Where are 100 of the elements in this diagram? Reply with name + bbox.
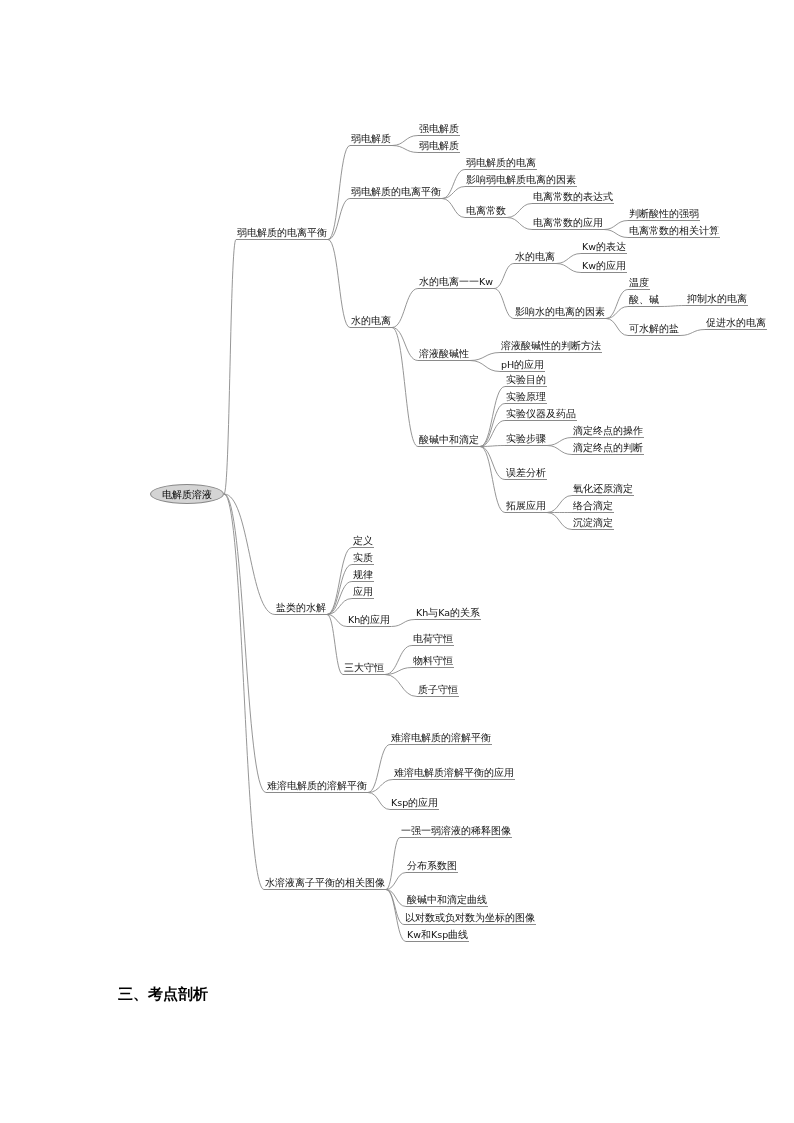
topic-label: 酸碱中和滴定	[418, 434, 480, 447]
topic-label: 水溶液离子平衡的相关图像	[264, 877, 386, 890]
topic-label: 判断酸性的强弱	[628, 208, 700, 221]
topic-label: 促进水的电离	[705, 317, 767, 330]
branch-line	[555, 263, 582, 273]
branch-line	[679, 329, 706, 336]
topic-label: 难溶电解质溶解平衡的应用	[393, 767, 515, 780]
topic-label: 误差分析	[505, 467, 547, 480]
branch-line	[367, 792, 391, 810]
branch-line	[605, 306, 629, 319]
topic-label: 滴定终点的判断	[572, 442, 644, 455]
branch-line	[479, 446, 506, 480]
topic-label: 定义	[352, 535, 374, 548]
topic-label: 物料守恒	[412, 655, 454, 668]
branch-line	[391, 327, 419, 447]
branch-line	[391, 327, 419, 361]
topic-label: 酸、碱	[628, 294, 660, 307]
topic-label: 水的电离	[514, 251, 556, 264]
topic-label: 弱电解质	[350, 133, 392, 146]
topic-label: 可水解的盐	[628, 323, 680, 336]
topic-label: Kh的应用	[347, 614, 392, 627]
branch-line	[391, 145, 419, 153]
branch-line	[441, 169, 466, 199]
topic-label: 水的电离一一Kw	[418, 276, 494, 289]
branch-line	[479, 446, 506, 513]
topic-label: 盐类的水解	[275, 602, 327, 615]
topic-label: 强电解质	[418, 123, 460, 136]
topic-label: 络合滴定	[572, 500, 614, 513]
topic-label: 实验原理	[505, 391, 547, 404]
topic-label: 实验步骤	[505, 433, 547, 446]
topic-label: 弱电解质的电离	[465, 157, 537, 170]
topic-label: 溶液酸碱性的判断方法	[500, 340, 602, 353]
topic-label: 电离常数	[465, 205, 507, 218]
topic-label: Ksp的应用	[390, 797, 440, 810]
topic-label: 一强一弱溶液的稀释图像	[400, 825, 512, 838]
branch-line	[479, 386, 506, 447]
branch-line	[506, 217, 533, 230]
topic-label: 难溶电解质的溶解平衡	[390, 732, 492, 745]
branch-line	[493, 263, 515, 289]
topic-label: 氧化还原滴定	[572, 483, 634, 496]
topic-label: pH的应用	[500, 359, 546, 372]
topic-label: 弱电解质的电离平衡	[236, 227, 328, 240]
section-heading: 三、考点剖析	[118, 985, 208, 1004]
topic-label: 沉淀滴定	[572, 517, 614, 530]
topic-label: 三大守恒	[343, 662, 385, 675]
branch-line	[326, 547, 353, 615]
topic-label: 应用	[352, 586, 374, 599]
branch-line	[327, 239, 351, 328]
branch-line	[603, 229, 629, 238]
branch-line	[385, 889, 407, 907]
branch-line	[385, 837, 401, 890]
topic-label: 拓展应用	[505, 500, 547, 513]
topic-label: 规律	[352, 569, 374, 582]
topic-label: 抑制水的电离	[686, 293, 748, 306]
branch-line	[479, 420, 506, 447]
branch-line	[385, 872, 407, 890]
root-ellipse: 电解质溶液	[150, 484, 224, 504]
topic-label: 水的电离	[350, 315, 392, 328]
branch-line	[384, 645, 413, 675]
topic-label: Kw的表达	[581, 241, 627, 254]
branch-line	[659, 305, 687, 307]
topic-label: 难溶电解质的溶解平衡	[266, 780, 368, 793]
topic-label: 实验目的	[505, 374, 547, 387]
branch-line	[327, 145, 351, 240]
topic-label: 弱电解质的电离平衡	[350, 186, 442, 199]
branch-line	[469, 360, 501, 372]
topic-label: 实验仪器及药品	[505, 408, 577, 421]
branch-line	[326, 614, 348, 627]
branch-line	[384, 674, 418, 697]
topic-label: 弱电解质	[418, 140, 460, 153]
branch-line	[326, 614, 344, 675]
topic-label: 电离常数的相关计算	[628, 225, 720, 238]
topic-label: 溶液酸碱性	[418, 348, 470, 361]
topic-label: 滴定终点的操作	[572, 425, 644, 438]
topic-label: 酸碱中和滴定曲线	[406, 894, 488, 907]
branch-line	[223, 239, 237, 495]
topic-label: 实质	[352, 552, 374, 565]
branch-line	[391, 288, 419, 328]
topic-label: 以对数或负对数为坐标的图像	[404, 912, 536, 925]
branch-line	[493, 288, 515, 319]
topic-label: 分布系数图	[406, 860, 458, 873]
topic-label: 质子守恒	[417, 684, 459, 697]
topic-label: 影响水的电离的因素	[514, 306, 606, 319]
topic-label: Kw的应用	[581, 260, 627, 273]
topic-label: 电离常数的应用	[532, 217, 604, 230]
branch-line	[326, 564, 353, 615]
branch-line	[385, 889, 407, 942]
branch-line	[367, 744, 391, 793]
branch-line	[441, 198, 466, 218]
branch-line	[546, 495, 573, 513]
branch-line	[605, 318, 629, 336]
topic-label: Kw和Ksp曲线	[406, 929, 470, 942]
topic-label: 电离常数的表达式	[532, 191, 614, 204]
branch-line	[390, 619, 416, 627]
branch-line	[546, 512, 573, 530]
topic-label: 电荷守恒	[412, 633, 454, 646]
branch-line	[546, 445, 573, 455]
branch-line	[327, 198, 351, 240]
branch-line	[223, 493, 265, 890]
topic-label: 温度	[628, 277, 650, 290]
